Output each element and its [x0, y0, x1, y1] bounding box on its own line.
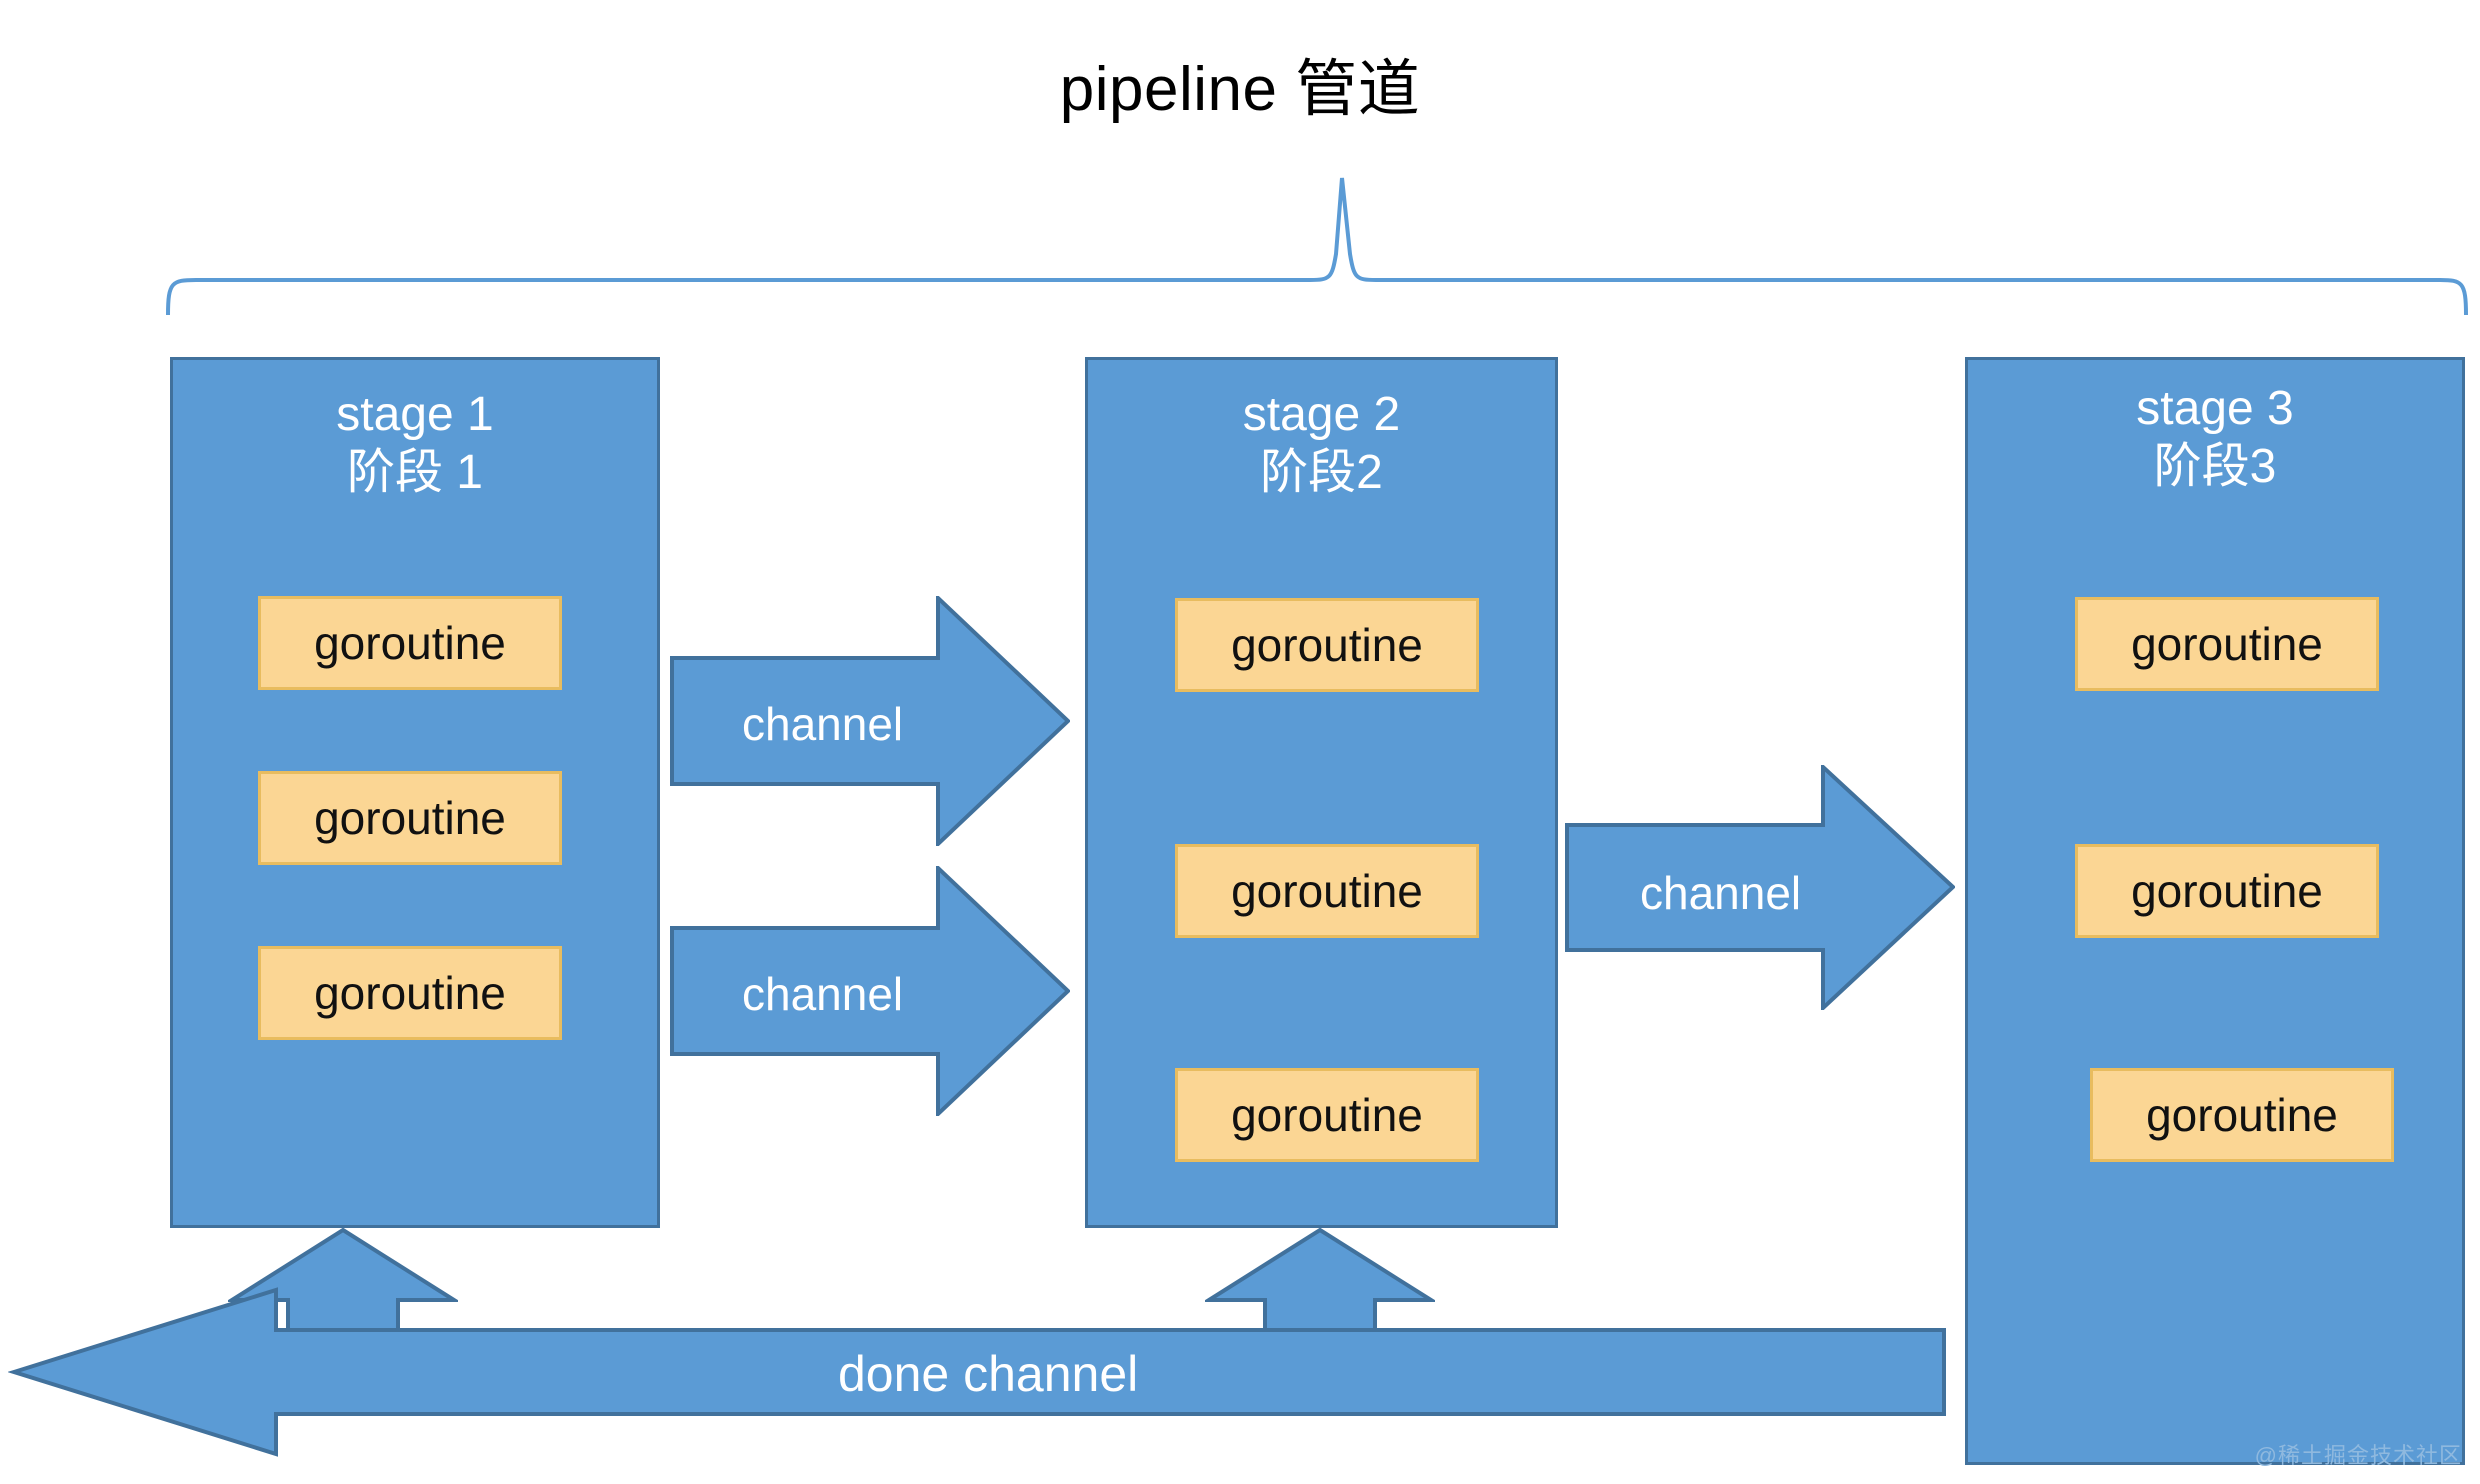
channel-arrow-2-label: channel — [742, 968, 904, 1020]
done-channel-label: done channel — [838, 1346, 1139, 1402]
goroutine-box[interactable]: goroutine — [258, 771, 562, 865]
goroutine-box[interactable]: goroutine — [2075, 597, 2379, 691]
goroutine-box[interactable]: goroutine — [1175, 844, 1479, 938]
channel-arrow-2[interactable] — [670, 866, 1070, 1116]
goroutine-label: goroutine — [1231, 1089, 1423, 1141]
goroutine-label: goroutine — [2131, 618, 2323, 670]
channel-arrow-1[interactable] — [670, 596, 1070, 846]
channel-arrow-3[interactable] — [1565, 765, 1955, 1010]
stage-box-1[interactable]: stage 1 阶段 1 — [170, 357, 660, 1228]
goroutine-label: goroutine — [314, 792, 506, 844]
goroutine-box[interactable]: goroutine — [2090, 1068, 2394, 1162]
goroutine-box[interactable]: goroutine — [258, 596, 562, 690]
stage-label-2: stage 2 阶段2 — [1242, 388, 1401, 499]
stage-label-1: stage 1 阶段 1 — [336, 388, 494, 499]
goroutine-label: goroutine — [2146, 1089, 2338, 1141]
goroutine-label: goroutine — [1231, 619, 1423, 671]
page-title: pipeline 管道 — [1059, 55, 1421, 124]
channel-arrow-3-label: channel — [1640, 867, 1802, 919]
channel-arrow-1-label: channel — [742, 698, 904, 750]
goroutine-label: goroutine — [314, 617, 506, 669]
done-channel-arrow[interactable] — [8, 1286, 1948, 1458]
goroutine-box[interactable]: goroutine — [1175, 1068, 1479, 1162]
goroutine-box[interactable]: goroutine — [2075, 844, 2379, 938]
stage-label-3: stage 3 阶段3 — [2136, 382, 2294, 493]
watermark: @稀土掘金技术社区 — [2254, 1443, 2462, 1468]
goroutine-label: goroutine — [2131, 865, 2323, 917]
goroutine-box[interactable]: goroutine — [258, 946, 562, 1040]
pipeline-brace — [166, 177, 2468, 316]
goroutine-box[interactable]: goroutine — [1175, 598, 1479, 692]
goroutine-label: goroutine — [1231, 865, 1423, 917]
goroutine-label: goroutine — [314, 967, 506, 1019]
